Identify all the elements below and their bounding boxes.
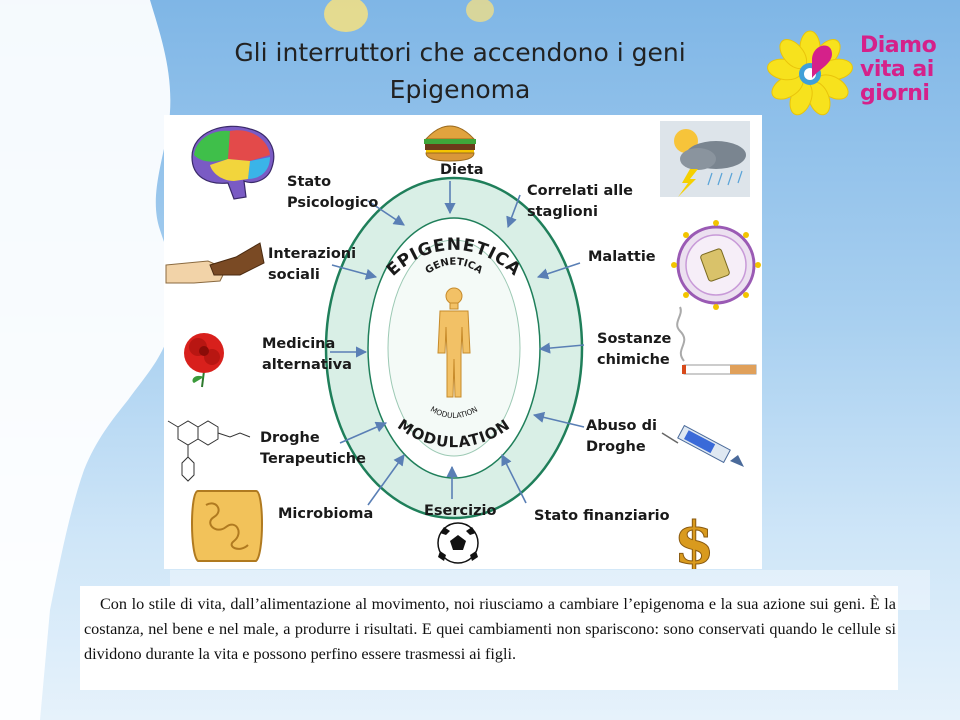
weather-storm-icon — [660, 121, 750, 197]
intestine-icon — [191, 490, 263, 562]
logo-line-1: Diamo — [860, 33, 937, 58]
label-correlati: Correlati alle staglioni — [527, 181, 633, 223]
syringe-icon — [661, 424, 744, 467]
title-line-1: Gli interruttori che accendono i geni — [234, 38, 686, 67]
label-stato-psicologico: Stato Psicologico — [287, 172, 378, 214]
rose-icon — [184, 333, 224, 388]
epigenetics-diagram: EPIGENETICA MODULATION GENETICA MODULATI… — [164, 115, 762, 569]
label-interazioni: Interazioni sociali — [268, 244, 356, 286]
virus-icon — [671, 220, 761, 310]
label-line: chimiche — [597, 352, 670, 368]
arrow-interazioni — [331, 264, 378, 280]
label-line: Stato — [287, 174, 332, 190]
label-line: Sostanze — [597, 331, 672, 347]
logo-line-3: giorni — [860, 81, 930, 106]
arrow-stato-finanziario — [501, 453, 527, 504]
caption-text: Con lo stile di vita, dall’alimentazione… — [84, 595, 896, 663]
label-line: Droghe — [586, 439, 646, 455]
logo: Diamo vita ai giorni — [764, 30, 944, 116]
arrow-correlati — [506, 194, 521, 229]
label-dieta: Dieta — [440, 162, 484, 178]
slide-title: Gli interruttori che accendono i geni Ep… — [180, 34, 740, 108]
cigarette-icon — [676, 306, 757, 375]
soccer-ball-icon — [437, 522, 479, 564]
label-line: Interazioni — [268, 246, 357, 262]
label-line: Psicologico — [287, 195, 379, 211]
arrow-stato-psicologico — [367, 200, 405, 226]
logo-line-2: vita ai — [860, 57, 934, 82]
label-line: Terapeutiche — [260, 451, 366, 467]
label-medicina: Medicina alternativa — [262, 334, 352, 376]
svg-text:$: $ — [674, 509, 714, 569]
caption-box: Con lo stile di vita, dall’alimentazione… — [80, 586, 898, 690]
label-line: Droghe — [260, 430, 320, 446]
logo-text: Diamo vita ai giorni — [860, 34, 944, 106]
label-line: Medicina — [262, 336, 336, 352]
arrow-sostanze — [538, 342, 585, 354]
label-line: alternativa — [262, 357, 352, 373]
label-microbioma: Microbioma — [278, 506, 374, 522]
label-line: Correlati alle — [527, 183, 634, 199]
label-line: staglioni — [527, 204, 598, 220]
arrow-abuso — [532, 411, 585, 428]
label-droghe-terapeutiche: Droghe Terapeutiche — [260, 428, 366, 470]
label-malattie: Malattie — [588, 249, 656, 265]
label-line: Abuso di — [586, 418, 657, 434]
arrow-droghe-terapeutiche — [339, 421, 388, 444]
dollar-icon: $ — [674, 509, 715, 570]
arrow-microbioma — [367, 454, 405, 506]
label-stato-finanziario: Stato finanziario — [534, 508, 670, 524]
label-sostanze: Sostanze chimiche — [597, 329, 671, 371]
title-line-2: Epigenoma — [389, 75, 531, 104]
flower-logo-icon — [767, 30, 853, 116]
label-line: sociali — [268, 267, 320, 283]
human-body-icon — [437, 287, 471, 398]
label-abuso: Abuso di Droghe — [586, 416, 657, 458]
handshake-icon — [165, 242, 265, 284]
arrow-malattie — [536, 262, 581, 280]
diagram-graphics: EPIGENETICA MODULATION GENETICA MODULATI… — [165, 121, 761, 570]
brain-icon — [191, 125, 275, 200]
burger-icon — [424, 125, 476, 162]
label-esercizio: Esercizio — [424, 503, 497, 519]
molecule-icon — [167, 420, 251, 482]
